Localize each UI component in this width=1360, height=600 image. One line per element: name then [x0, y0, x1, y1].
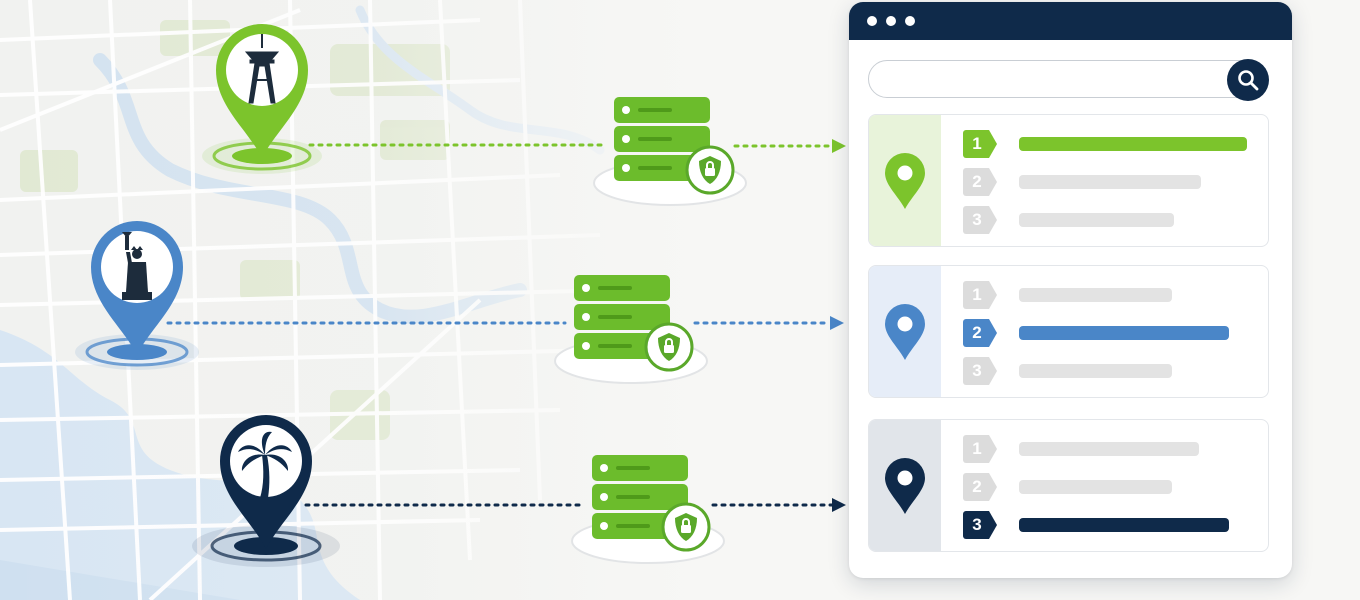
- result-card-location: [869, 115, 941, 246]
- search-input[interactable]: [885, 69, 1209, 91]
- location-pin-miami: [192, 415, 340, 567]
- rank-number: 3: [972, 361, 982, 380]
- map-pin-icon: [885, 457, 925, 514]
- result-bar-highlighted: [1019, 326, 1229, 340]
- rank-badge: 2: [963, 319, 999, 347]
- rank-number: 1: [972, 285, 982, 304]
- connector-new-york: [166, 316, 844, 330]
- rank-badge-shape: [963, 435, 997, 463]
- result-row[interactable]: 2: [963, 168, 1263, 196]
- statue-of-liberty-icon: [122, 232, 152, 300]
- result-bar: [1019, 480, 1172, 494]
- rank-number: 2: [972, 477, 982, 496]
- arrowhead-icon: [830, 316, 844, 330]
- rank-number: 3: [972, 515, 982, 534]
- rank-badge-shape: [963, 357, 997, 385]
- window-control-dot[interactable]: [905, 16, 915, 26]
- result-row[interactable]: 3: [963, 206, 1263, 234]
- result-bar: [1019, 442, 1199, 456]
- rank-badge-shape: [963, 206, 997, 234]
- space-needle-icon: [244, 34, 280, 104]
- result-bar: [1019, 288, 1172, 302]
- browser-title-bar: [849, 2, 1292, 40]
- search-icon: [1238, 70, 1259, 91]
- location-pin-new-york: [75, 221, 199, 370]
- server-seattle: [593, 97, 747, 206]
- rank-badge: 1: [963, 435, 999, 463]
- rank-badge-shape: [963, 473, 997, 501]
- connector-lines: [166, 139, 846, 512]
- rank-badge: 3: [963, 357, 999, 385]
- result-row[interactable]: 1: [963, 435, 1263, 463]
- rank-badge: 2: [963, 168, 999, 196]
- result-card[interactable]: 1 2 3: [868, 265, 1269, 398]
- result-bar: [1019, 175, 1201, 189]
- palm-tree-icon: [238, 431, 292, 498]
- rank-badge: 2: [963, 473, 999, 501]
- arrowhead-icon: [832, 139, 846, 153]
- result-row[interactable]: 2: [963, 473, 1263, 501]
- shield-lock-icon: [644, 322, 694, 372]
- window-control-dot[interactable]: [867, 16, 877, 26]
- connector-miami: [304, 498, 846, 512]
- result-card[interactable]: 1 2 3: [868, 419, 1269, 552]
- rank-badge-shape: [963, 281, 997, 309]
- rank-badge: 3: [963, 511, 999, 539]
- window-control-dot[interactable]: [886, 16, 896, 26]
- result-row[interactable]: 3: [963, 357, 1263, 385]
- shield-lock-icon: [661, 502, 711, 552]
- rank-badge: 1: [963, 281, 999, 309]
- rank-number: 1: [972, 134, 982, 153]
- result-card[interactable]: 1 2 3: [868, 114, 1269, 247]
- search-button[interactable]: [1227, 59, 1269, 101]
- browser-window: 1 2 3 1 2 3 1 2 3: [849, 2, 1292, 578]
- rank-number: 3: [972, 210, 982, 229]
- result-row[interactable]: 3: [963, 511, 1263, 539]
- rank-badge-shape: [963, 511, 997, 539]
- server-stack-icon: [574, 275, 670, 359]
- result-row[interactable]: 1: [963, 130, 1263, 158]
- server-new-york: [554, 275, 708, 384]
- search-bar: [868, 59, 1269, 101]
- server-stack-icon: [614, 97, 710, 181]
- rank-number: 1: [972, 439, 982, 458]
- rank-badge: 3: [963, 206, 999, 234]
- connector-seattle: [308, 139, 846, 153]
- shield-lock-icon: [685, 145, 735, 195]
- map-pin-icon: [885, 303, 925, 360]
- result-card-location: [869, 266, 941, 397]
- result-bar-highlighted: [1019, 137, 1247, 151]
- server-stack-icon: [592, 455, 688, 539]
- result-row[interactable]: 1: [963, 281, 1263, 309]
- result-bar: [1019, 364, 1172, 378]
- result-bar-highlighted: [1019, 518, 1229, 532]
- result-card-location: [869, 420, 941, 551]
- rank-badge-shape: [963, 168, 997, 196]
- rank-badge-shape: [963, 130, 997, 158]
- rank-badge: 1: [963, 130, 999, 158]
- result-bar: [1019, 213, 1174, 227]
- result-row[interactable]: 2: [963, 319, 1263, 347]
- location-pin-seattle: [202, 24, 322, 174]
- server-miami: [571, 455, 725, 564]
- rank-number: 2: [972, 172, 982, 191]
- rank-number: 2: [972, 323, 982, 342]
- rank-badge-shape: [963, 319, 997, 347]
- arrowhead-icon: [832, 498, 846, 512]
- map-pin-icon: [885, 152, 925, 209]
